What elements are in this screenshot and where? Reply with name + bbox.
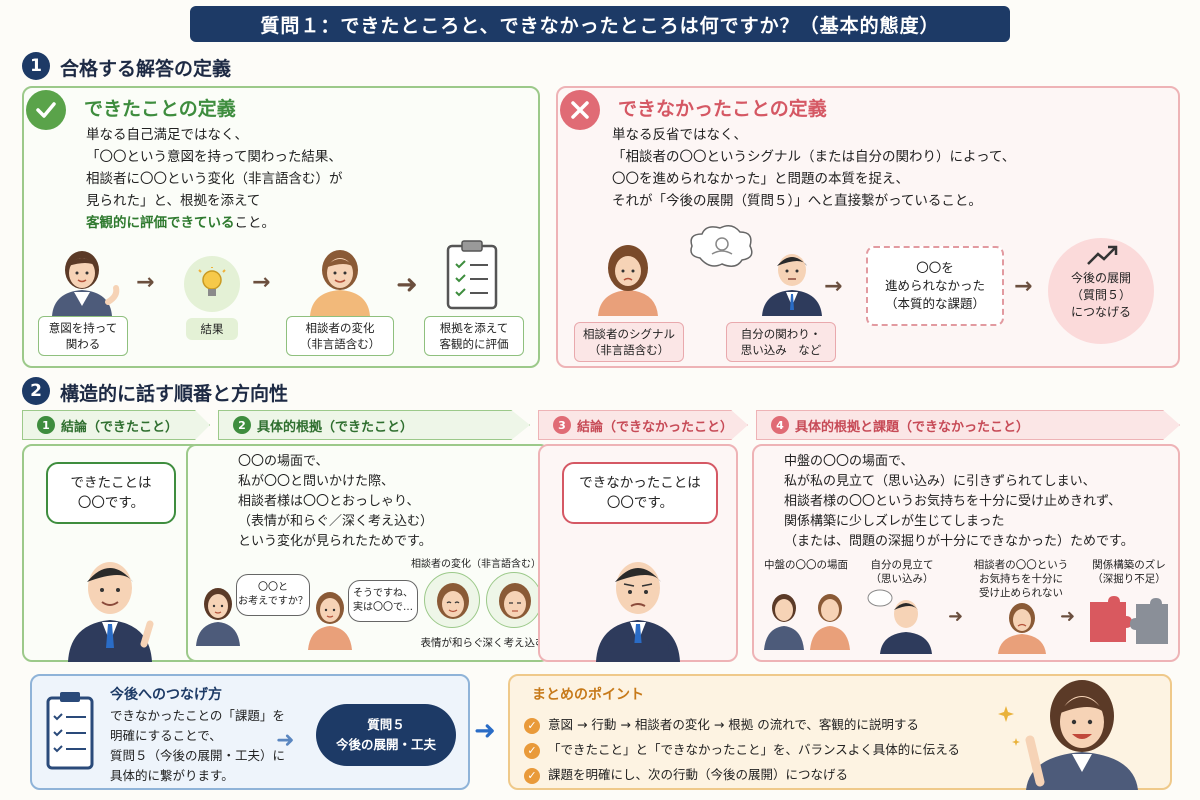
success-definition-panel: できたことの定義 単なる自己満足ではなく、 「〇〇という意図を持って関わった結果…	[22, 86, 540, 368]
counselor-man-illustration	[762, 254, 822, 316]
client-signal-label: 相談者のシグナル （非言語含む）	[574, 322, 684, 362]
scene-caption: 中盤の〇〇の場面	[764, 559, 848, 571]
step1-speech-bubble: できたことは 〇〇です。	[46, 462, 176, 524]
step2-text: 〇〇の場面で、 私が〇〇と問いかけた際、 相談者様は〇〇とおっしゃり、 （表情が…	[238, 454, 434, 549]
worried-client-illustration	[598, 245, 658, 316]
face2-caption: 深く考え込む	[482, 637, 546, 649]
arrow-icon: ➜	[474, 716, 496, 746]
cross-icon	[560, 90, 600, 130]
section2-title: 構造的に話す順番と方向性	[60, 383, 289, 405]
clipboard-icon	[46, 692, 94, 770]
arrow-icon: ➜	[1060, 606, 1076, 627]
arrow-icon: →	[1014, 274, 1033, 299]
lightbulb-icon	[184, 256, 240, 312]
step1-panel: できたことは 〇〇です。	[22, 444, 202, 662]
counselor-woman-small	[196, 588, 240, 646]
step-objective-label: 根拠を添えて 客観的に評価	[424, 316, 524, 356]
sad-client-illustration	[998, 603, 1046, 654]
consultant-woman-illustration	[52, 251, 120, 316]
failure-definition-panel: できなかったことの定義 単なる反省ではなく、 「相談者の〇〇というシグナル（また…	[556, 86, 1180, 368]
summary-point: ✓「できたこと」と「できなかったこと」を、バランスよく具体的に伝える	[524, 737, 994, 762]
softened-face-icon	[424, 572, 480, 628]
step-result-label: 結果	[186, 318, 238, 340]
check-circle-icon: ✓	[524, 717, 540, 734]
arrow-icon: →	[252, 270, 271, 295]
question5-oval: 質問５ 今後の展開・工夫	[316, 704, 456, 766]
presenter-woman-illustration	[998, 680, 1138, 790]
success-heading: できたことの定義	[84, 98, 236, 120]
troubled-man-illustration	[596, 562, 680, 662]
arrow-icon: ➜	[396, 270, 418, 300]
arrow-icon: ➜	[948, 606, 964, 627]
client-woman-small	[308, 592, 352, 650]
step3-speech-bubble: できなかったことは 〇〇です。	[562, 462, 718, 524]
thinking-man-illustration	[867, 589, 932, 654]
step-client-change-label: 相談者の変化 （非言語含む）	[286, 316, 394, 356]
confident-man-illustration	[68, 562, 154, 662]
two-people-illustration	[764, 594, 850, 650]
feelings-caption: 相談者の〇〇という お気持ちを十分に 受け止められない	[973, 559, 1069, 599]
self-view-caption: 自分の見立て （思い込み）	[870, 559, 934, 585]
summary-point: ✓課題を明確にし、次の行動（今後の展開）につなげる	[524, 762, 994, 787]
future-development-circle: 今後の展開 （質問５） につなげる	[1048, 238, 1154, 344]
step3-panel: できなかったことは 〇〇です。	[538, 444, 738, 662]
core-issue-box: 〇〇を 進められなかった （本質的な課題）	[866, 246, 1004, 326]
answer-bubble: そうですね、 実は〇〇で…	[348, 580, 418, 622]
summary-panel: まとめのポイント ✓意図 → 行動 → 相談者の変化 → 根拠 の流れで、客観的…	[508, 674, 1172, 790]
check-circle-icon: ✓	[524, 742, 540, 759]
connect-text: できなかったことの「課題」を 明確にすることで、 質問５（今後の展開・工夫）に …	[110, 708, 286, 783]
summary-point: ✓意図 → 行動 → 相談者の変化 → 根拠 の流れで、客観的に説明する	[524, 712, 994, 737]
step4-panel: 中盤の〇〇の場面で、 私が私の見立て（思い込み）に引きずられてしまい、 相談者様…	[752, 444, 1180, 662]
success-highlight: 客観的に評価できている	[86, 215, 235, 231]
summary-title: まとめのポイント	[532, 687, 644, 703]
arrow-icon: ➜	[276, 728, 295, 753]
step4-text: 中盤の〇〇の場面で、 私が私の見立て（思い込み）に引きずられてしまい、 相談者様…	[784, 454, 1134, 549]
page-title: 質問１：できたところと、できなかったところは何ですか？（基本的態度）	[190, 6, 1010, 42]
section1-number: 1	[22, 52, 50, 80]
check-circle-icon: ✓	[524, 767, 540, 784]
self-bias-label: 自分の関わり・ 思い込み など	[726, 322, 836, 362]
connect-title: 今後へのつなげ方	[110, 687, 222, 703]
check-icon	[26, 90, 66, 130]
section2-number: 2	[22, 377, 50, 405]
thought-cloud-icon	[690, 225, 753, 267]
success-description: 単なる自己満足ではなく、 「〇〇という意図を持って関わった結果、 相談者に〇〇と…	[86, 127, 343, 231]
question-bubble: 〇〇と お考えですか？	[236, 574, 310, 616]
face1-caption: 表情が和らぐ	[420, 637, 484, 649]
client-change-caption: 相談者の変化（非言語含む）	[411, 559, 541, 570]
next-steps-panel: 今後へのつなげ方 できなかったことの「課題」を 明確にすることで、 質問５（今後…	[30, 674, 470, 790]
summary-points: ✓意図 → 行動 → 相談者の変化 → 根拠 の流れで、客観的に説明する ✓「で…	[524, 712, 994, 787]
step-intent-label: 意図を持って 関わる	[38, 316, 128, 356]
clipboard-icon	[446, 240, 498, 310]
failure-heading: できなかったことの定義	[618, 98, 827, 120]
arrow-icon: →	[824, 274, 843, 299]
step2-panel: 〇〇の場面で、 私が〇〇と問いかけた際、 相談者様は〇〇とおっしゃり、 （表情が…	[186, 444, 550, 662]
failure-description: 単なる反省ではなく、 「相談者の〇〇というシグナル（または自分の関わり）によって…	[612, 127, 1016, 209]
trend-up-icon	[1087, 245, 1118, 265]
client-woman-illustration	[310, 250, 370, 316]
puzzle-icon	[1090, 596, 1168, 644]
thinking-face-icon	[486, 572, 542, 628]
arrow-icon: →	[136, 270, 155, 295]
gap-caption: 関係構築のズレ （深掘り不足）	[1092, 559, 1166, 585]
section1-title: 合格する解答の定義	[60, 58, 232, 80]
